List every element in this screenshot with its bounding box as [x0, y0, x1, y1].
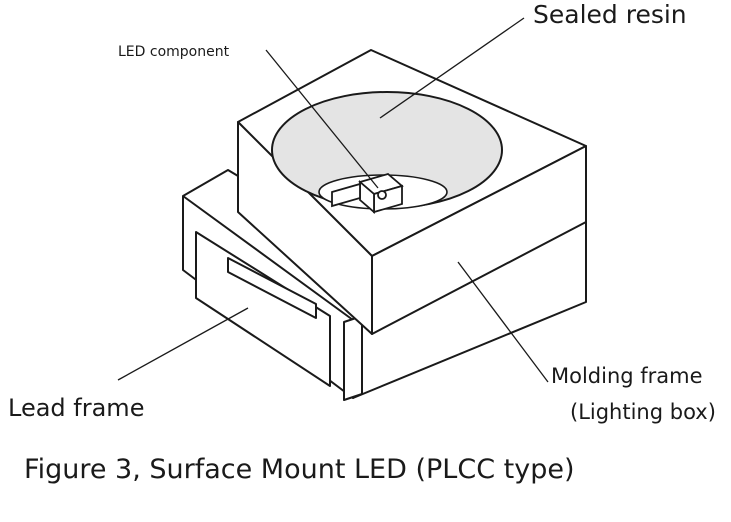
label-lighting-box: (Lighting box) [570, 400, 716, 424]
label-led-component: LED component [118, 44, 230, 60]
leader-line-molding [457, 261, 549, 383]
led-chip [331, 173, 404, 214]
molding-frame-right-face [371, 145, 587, 335]
label-sealed-resin: Sealed resin [533, 0, 687, 29]
figure-caption: Figure 3, Surface Mount LED (PLCC type) [24, 454, 575, 485]
leader-line-lead [117, 307, 249, 381]
label-lead-frame: Lead frame [8, 394, 145, 422]
label-molding-frame: Molding frame [551, 364, 703, 388]
base-top-edge [182, 169, 239, 197]
lead-frame-tab-right [343, 315, 363, 401]
lead-frame-bar [227, 257, 317, 319]
leader-line-led [265, 49, 379, 189]
leader-line-resin [379, 17, 525, 119]
